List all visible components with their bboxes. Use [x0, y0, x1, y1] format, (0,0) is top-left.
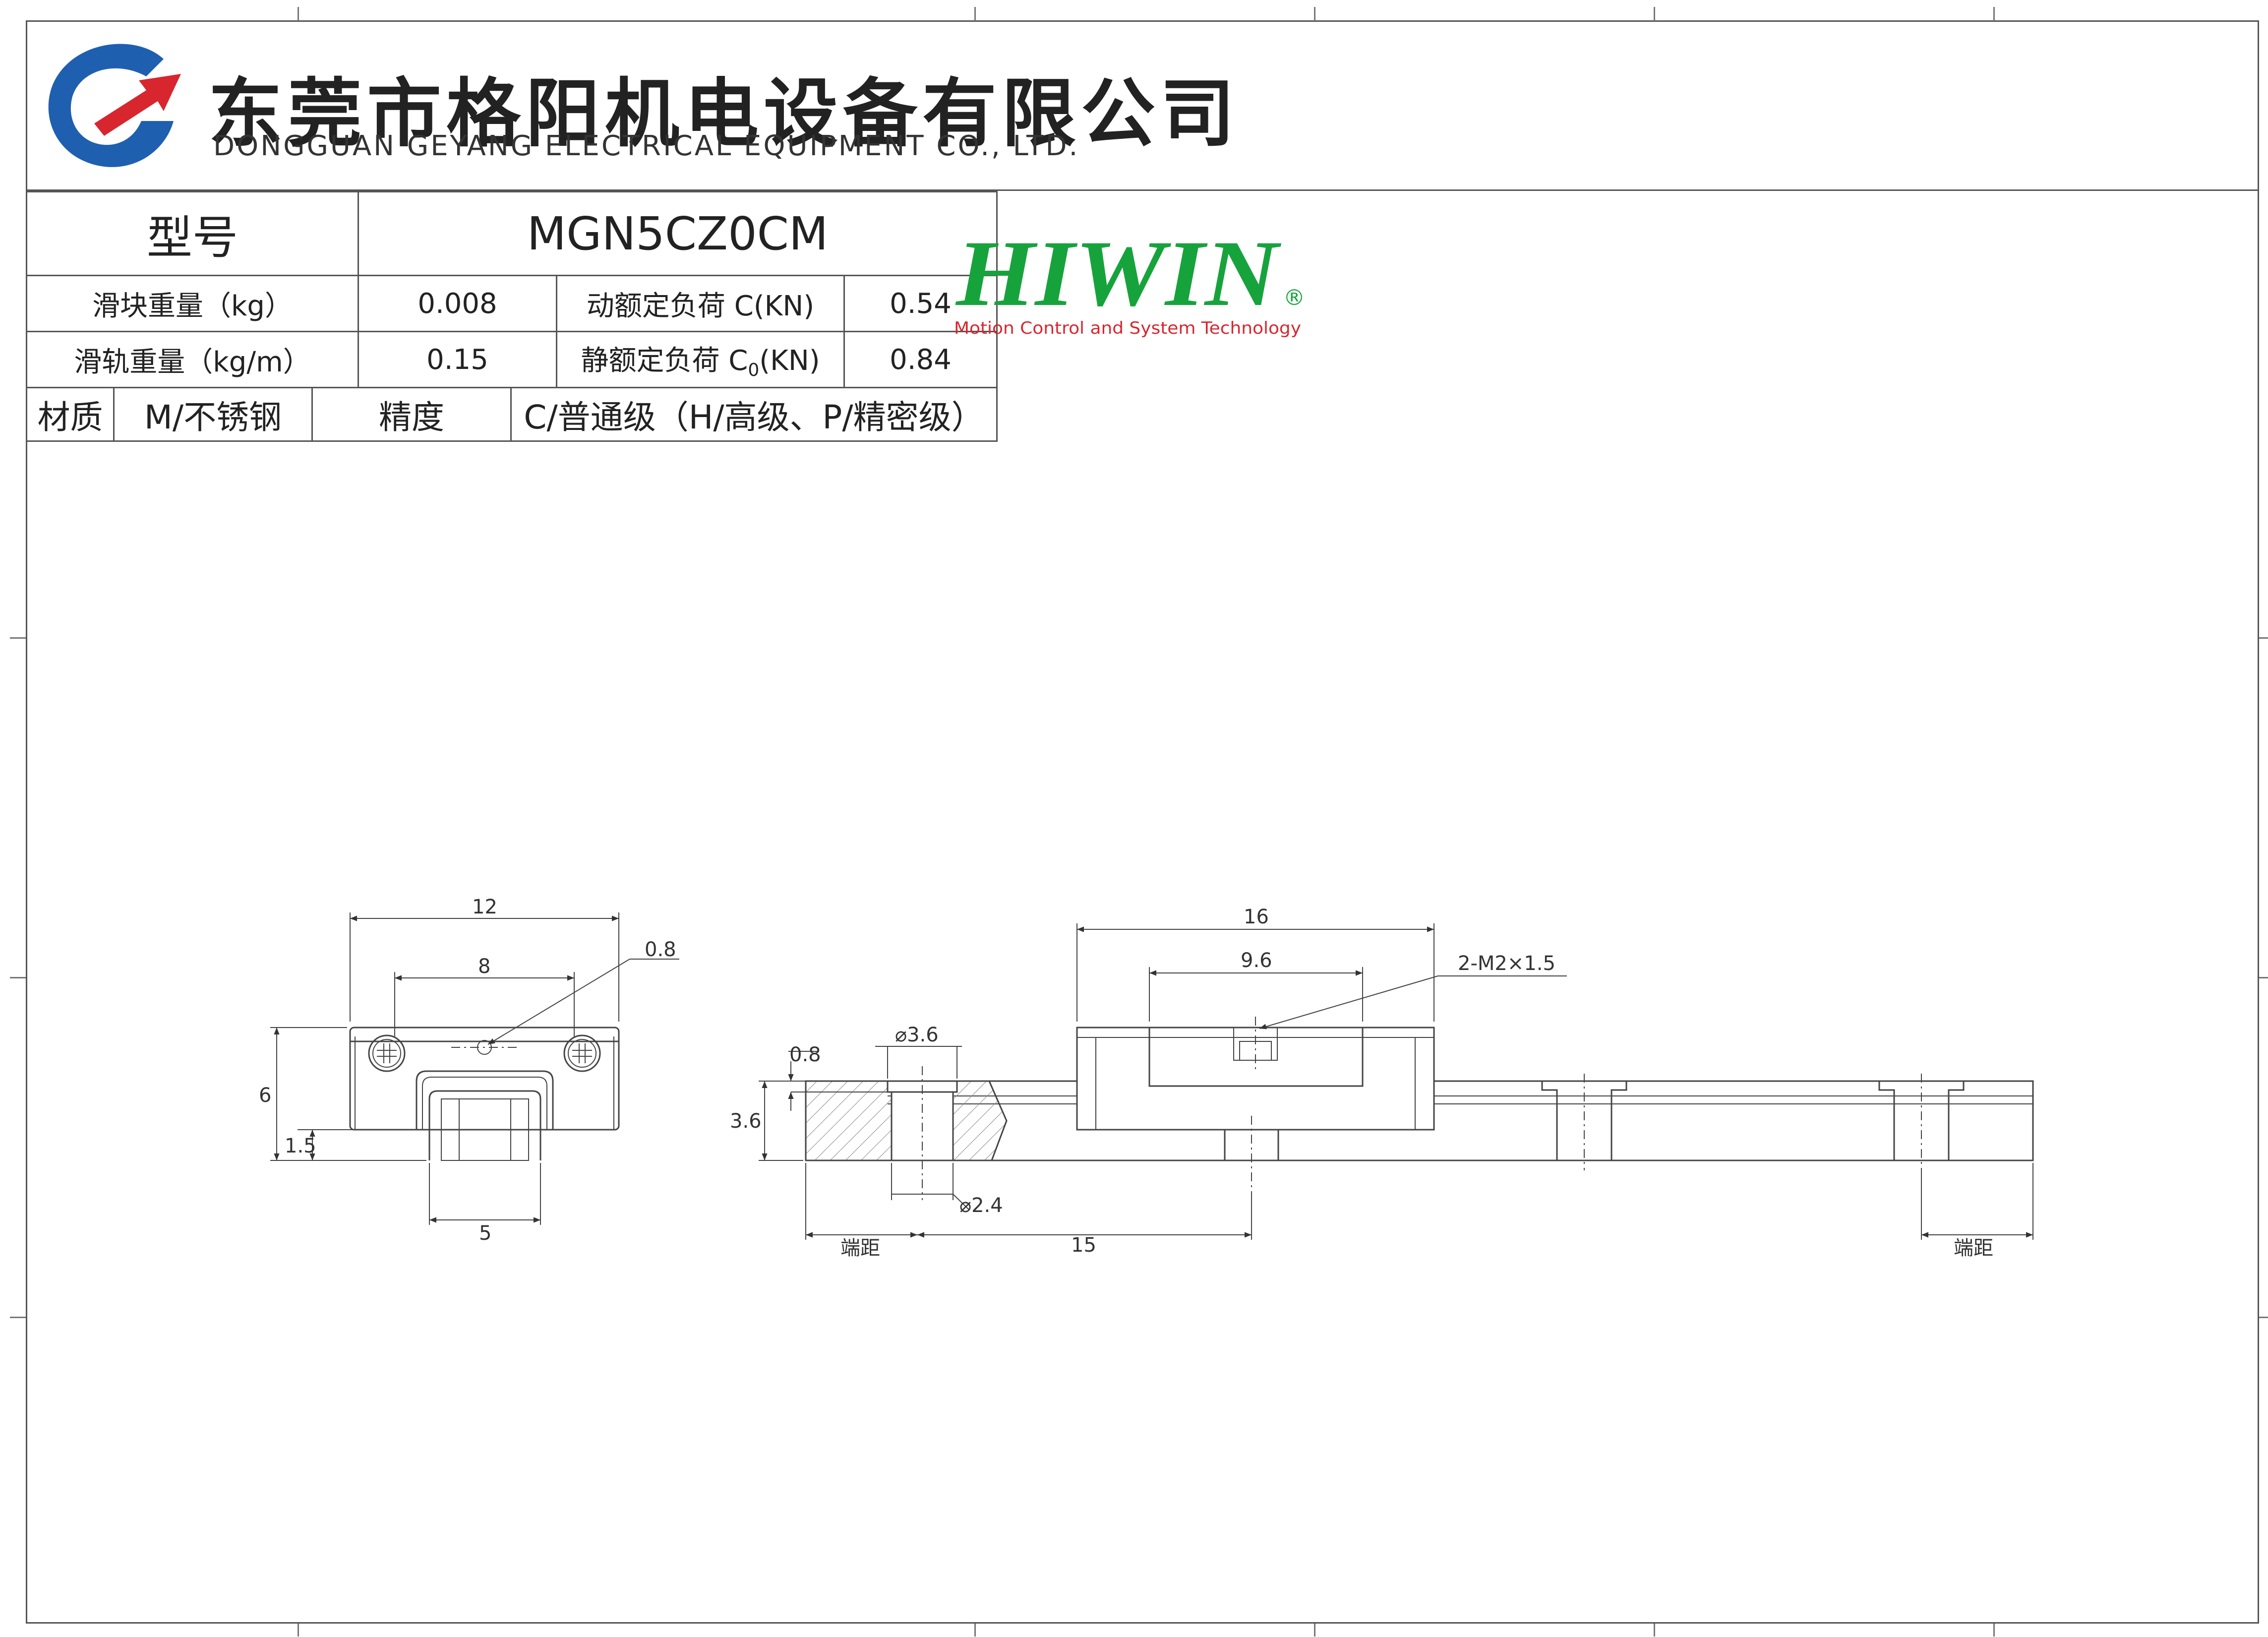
- dim-side-block-length: 16: [1244, 906, 1269, 928]
- static-load-label-suffix: (KN): [759, 345, 820, 377]
- front-rail-channel: [416, 1070, 554, 1130]
- company-name-en: DONGGUAN GEYANG ELECTRICAL EQUIPMENT CO.…: [213, 130, 1080, 162]
- dim-side-pitch: 15: [1071, 1234, 1096, 1257]
- frame-tick: [10, 1317, 26, 1318]
- dim-side-hole-pitch: 9.6: [1241, 949, 1272, 972]
- company-name-cn: 东莞市格阳机电设备有限公司: [208, 71, 1240, 157]
- dim-side-rail-height: 3.6: [730, 1110, 762, 1133]
- dim-side-top-offset: 0.8: [789, 1043, 821, 1066]
- dim-side-end-right: 端距: [1954, 1237, 1993, 1260]
- frame-tick: [298, 1624, 299, 1637]
- block-weight-label: 滑块重量（kg）: [26, 275, 359, 332]
- frame-tick: [2259, 977, 2268, 978]
- frame-tick: [1993, 1624, 1995, 1637]
- frame-tick: [974, 1624, 976, 1637]
- dim-side-end-left: 端距: [840, 1237, 880, 1260]
- frame-tick: [1993, 7, 1995, 21]
- rail-weight-value: 0.15: [358, 331, 557, 388]
- front-block: [349, 1027, 620, 1131]
- side-block: [1076, 1027, 1435, 1131]
- screw-right-icon: [563, 1034, 601, 1072]
- dynamic-load-label: 动额定负荷 C(KN): [556, 275, 845, 332]
- model-value: MGN5CZ0CM: [358, 191, 998, 276]
- dynamic-load-value: 0.54: [843, 275, 998, 332]
- dim-front-bottom-gap: 1.5: [285, 1135, 316, 1157]
- dim-side-hole-dia-value: 2.4: [971, 1194, 1003, 1217]
- static-load-label-prefix: 静额定负荷 C: [581, 345, 748, 377]
- hiwin-tagline: Motion Control and System Technology: [954, 318, 1301, 338]
- static-load-label-sub: 0: [748, 360, 760, 381]
- material-label: 材质: [26, 387, 115, 442]
- hiwin-registered: ®: [1283, 285, 1305, 310]
- side-view: [759, 923, 2034, 1240]
- block-weight-value: 0.008: [358, 275, 557, 332]
- dim-front-chamfer: 0.8: [645, 938, 676, 961]
- frame-tick: [974, 7, 976, 21]
- precision-value: C/普通级（H/高级、P/精密级）: [510, 387, 998, 442]
- frame-tick: [10, 977, 26, 978]
- frame-tick: [1314, 1624, 1315, 1637]
- dim-front-hole-pitch: 8: [478, 955, 490, 978]
- screw-left-icon: [368, 1034, 406, 1072]
- company-logo-icon: [48, 44, 181, 167]
- frame-tick: [298, 7, 299, 21]
- frame-tick: [1654, 7, 1655, 21]
- front-rail: [428, 1090, 541, 1160]
- dim-side-thread: 2-M2×1.5: [1458, 952, 1555, 975]
- dim-front-rail-width: 5: [479, 1222, 491, 1245]
- dim-side-counterbore-dia: ⌀3.6: [895, 1024, 939, 1046]
- drawing-frame: [26, 20, 2259, 1624]
- spec-table: 型号 MGN5CZ0CM 滑块重量（kg） 0.008 动额定负荷 C(KN) …: [26, 191, 998, 442]
- static-load-value: 0.84: [843, 331, 998, 388]
- frame-tick: [10, 637, 26, 639]
- hiwin-wordmark: HIWIN: [955, 226, 1281, 326]
- hiwin-logo: HIWIN ® Motion Control and System Techno…: [954, 226, 1305, 338]
- dim-side-hole-dia: ⌀2.4: [959, 1194, 1003, 1217]
- front-view: [270, 912, 679, 1225]
- frame-tick: [2259, 1317, 2268, 1318]
- dim-front-height: 6: [259, 1084, 271, 1107]
- frame-tick: [1314, 7, 1315, 21]
- dim-side-counterbore-dia-value: 3.6: [907, 1024, 939, 1046]
- dim-front-width: 12: [472, 896, 497, 918]
- company-header: [26, 20, 2259, 191]
- rail-weight-label: 滑轨重量（kg/m）: [26, 331, 359, 388]
- static-load-label: 静额定负荷 C0(KN): [556, 331, 845, 388]
- frame-tick: [2259, 637, 2268, 639]
- material-value: M/不锈钢: [113, 387, 313, 442]
- frame-tick: [1654, 1624, 1655, 1637]
- model-label: 型号: [26, 191, 359, 276]
- precision-label: 精度: [311, 387, 512, 442]
